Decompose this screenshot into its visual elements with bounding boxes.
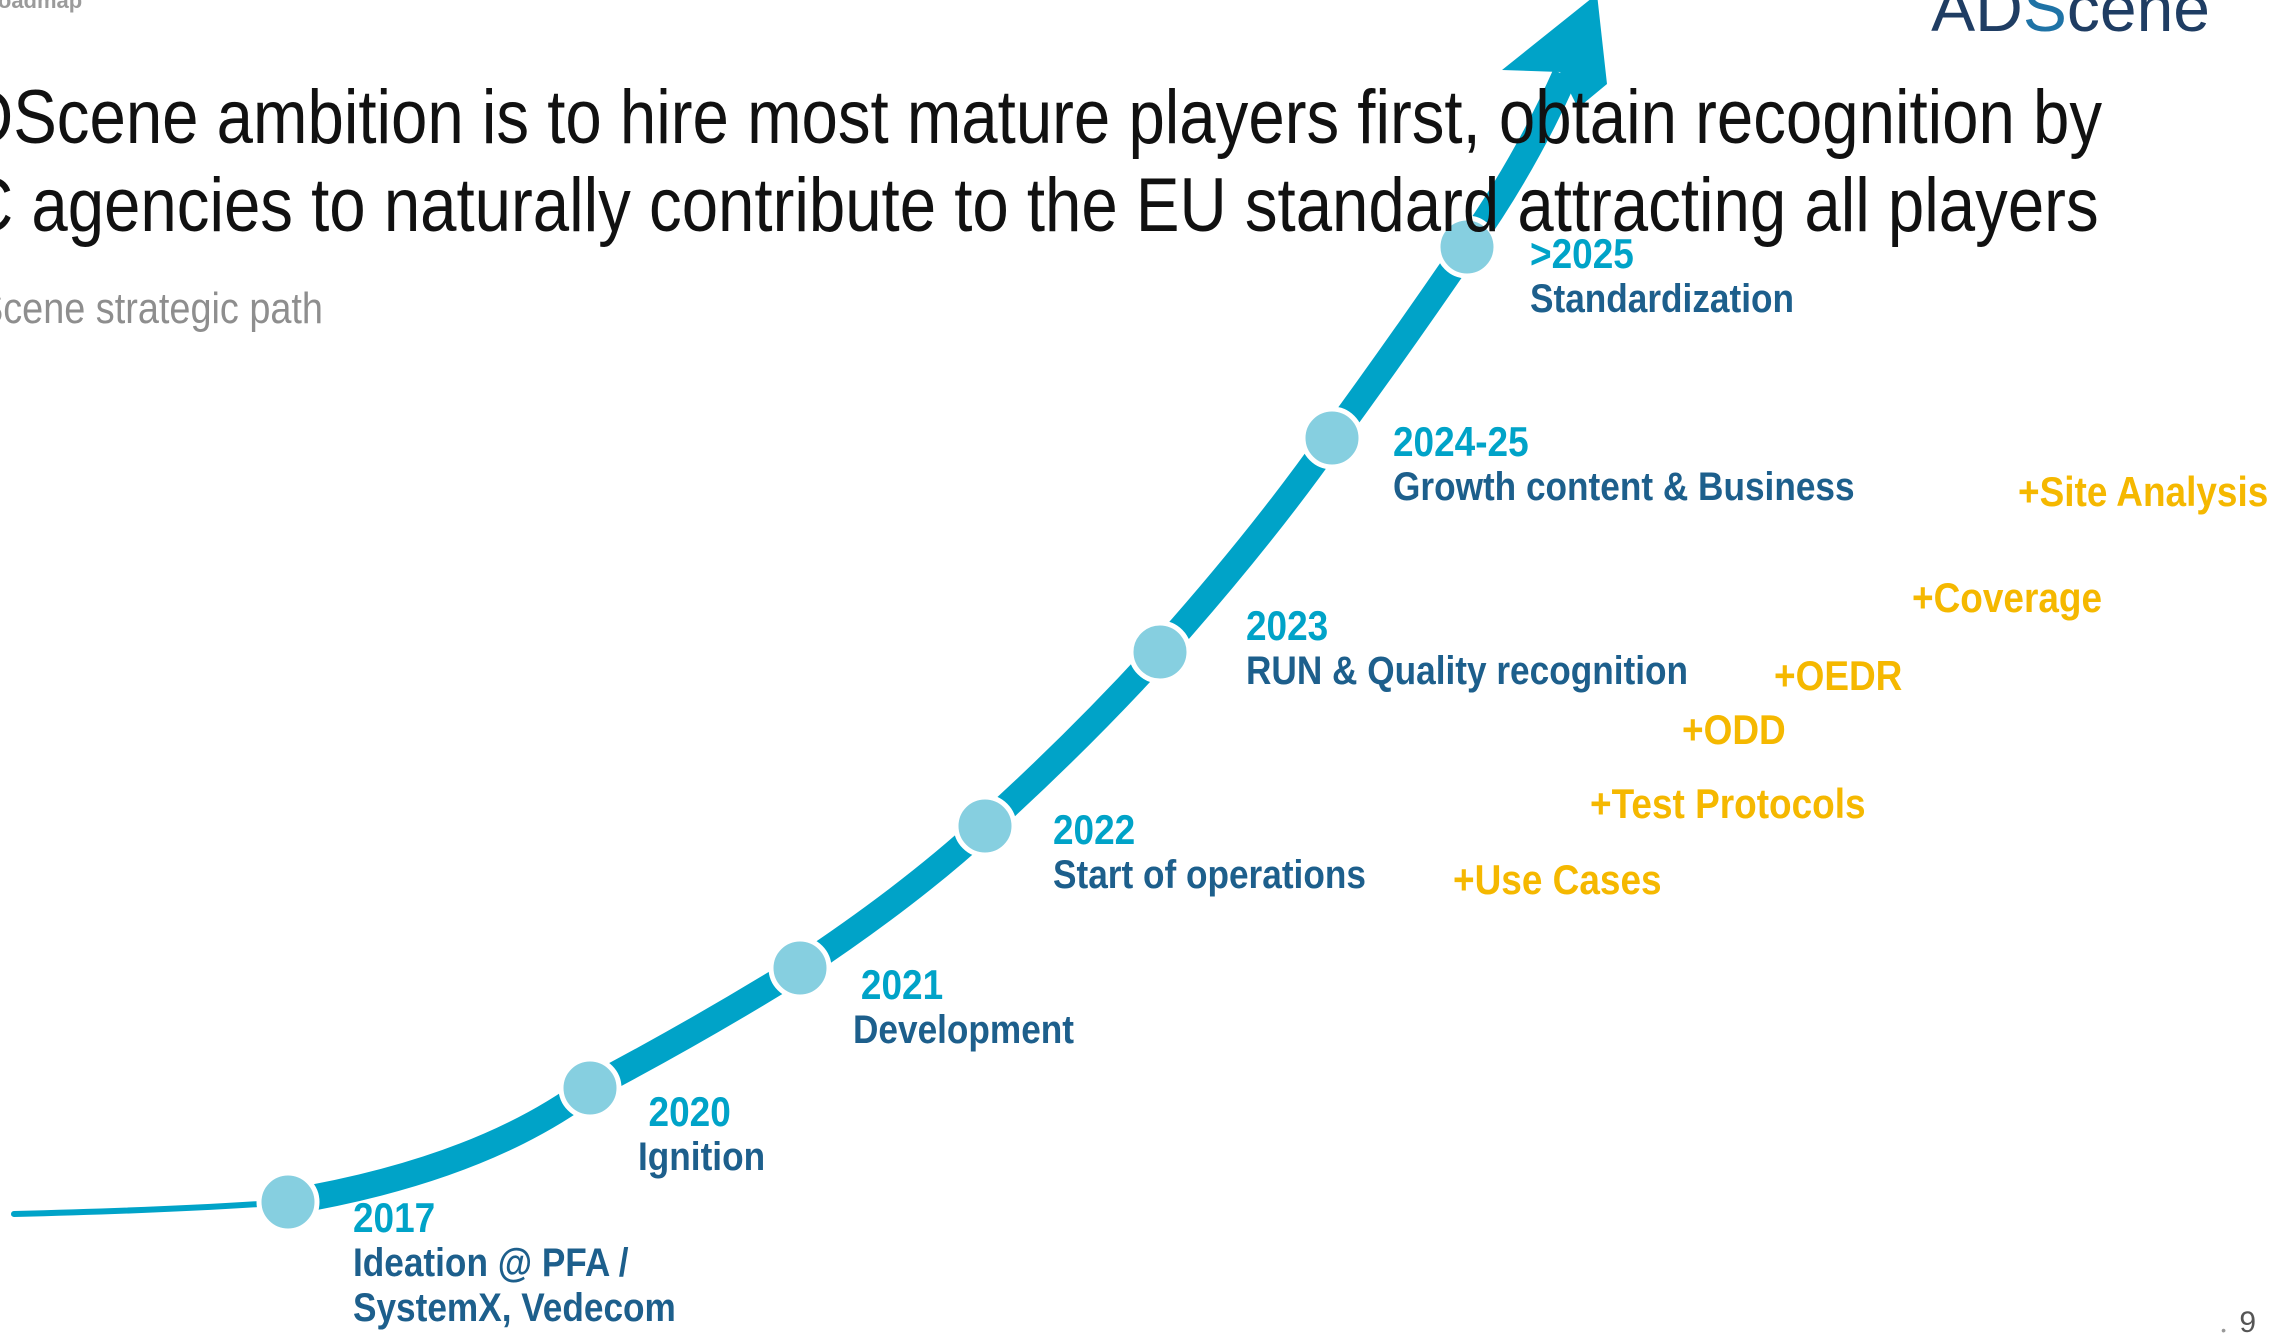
- milestone-2017: 2017 Ideation @ PFA / SystemX, Vedecom: [353, 1194, 676, 1331]
- milestone-2021: 2021 Development: [853, 961, 1074, 1053]
- addon-coverage: +Coverage: [1912, 574, 2103, 621]
- brand-logo: ADScene: [1931, 0, 2210, 46]
- arrow-tail: [11, 1199, 291, 1217]
- milestone-label: Standardization: [1530, 277, 1795, 322]
- milestone-year: >2025: [1530, 230, 1634, 277]
- milestone-2022: 2022 Start of operations: [1053, 806, 1366, 898]
- milestone-year: 2021: [860, 961, 944, 1008]
- brand-suffix: cene: [2066, 0, 2210, 45]
- milestone-dot-4: [953, 794, 1017, 858]
- milestone-year: 2024-25: [1393, 418, 1529, 465]
- milestone-dot-2: [558, 1056, 622, 1120]
- headline-line-2: C agencies to naturally contribute to th…: [0, 163, 2099, 248]
- milestone-dot-1: [256, 1170, 320, 1234]
- headline-line-1: DScene ambition is to hire most mature p…: [0, 75, 2103, 160]
- milestone-2020: 2020 Ignition: [638, 1088, 765, 1180]
- milestone-year: 2017: [353, 1194, 436, 1241]
- page-number: 9: [2239, 1306, 2256, 1339]
- addon-oedr: +OEDR: [1774, 652, 1903, 699]
- addon-use-cases: +Use Cases: [1453, 856, 1662, 903]
- milestone-dot-3: [768, 936, 832, 1000]
- milestone-dot-5: [1128, 620, 1192, 684]
- brand-s: S: [2022, 0, 2067, 45]
- subtitle: Scene strategic path: [0, 284, 323, 333]
- addon-odd: +ODD: [1682, 706, 1786, 753]
- milestone-dot-7: [1435, 215, 1499, 279]
- milestone-label: Growth content & Business: [1393, 465, 1855, 510]
- milestone-year: 2020: [648, 1088, 731, 1135]
- milestone-2023: 2023 RUN & Quality recognition: [1246, 602, 1688, 694]
- milestone-year: 2022: [1053, 806, 1136, 853]
- milestone-2025-plus: >2025 Standardization: [1530, 230, 1794, 322]
- milestone-label: RUN & Quality recognition: [1246, 649, 1688, 694]
- milestone-dot-6: [1300, 406, 1364, 470]
- milestone-2024-25: 2024-25 Growth content & Business: [1393, 418, 1855, 510]
- milestone-label: Ignition: [638, 1135, 766, 1180]
- milestone-label: Development: [853, 1008, 1075, 1053]
- milestone-label: Start of operations: [1053, 853, 1366, 898]
- milestone-label: SystemX, Vedecom: [353, 1285, 676, 1330]
- addon-test-protocols: +Test Protocols: [1590, 780, 1866, 827]
- arrow-head: [1502, 0, 1607, 108]
- brand-prefix: AD: [1931, 0, 2023, 45]
- milestone-label: Ideation @ PFA /: [353, 1241, 629, 1286]
- section-label: Roadmap: [0, 0, 83, 13]
- addon-site-analysis: +Site Analysis: [2018, 468, 2269, 515]
- milestone-year: 2023: [1246, 602, 1329, 649]
- page-marker: •: [2221, 1322, 2226, 1338]
